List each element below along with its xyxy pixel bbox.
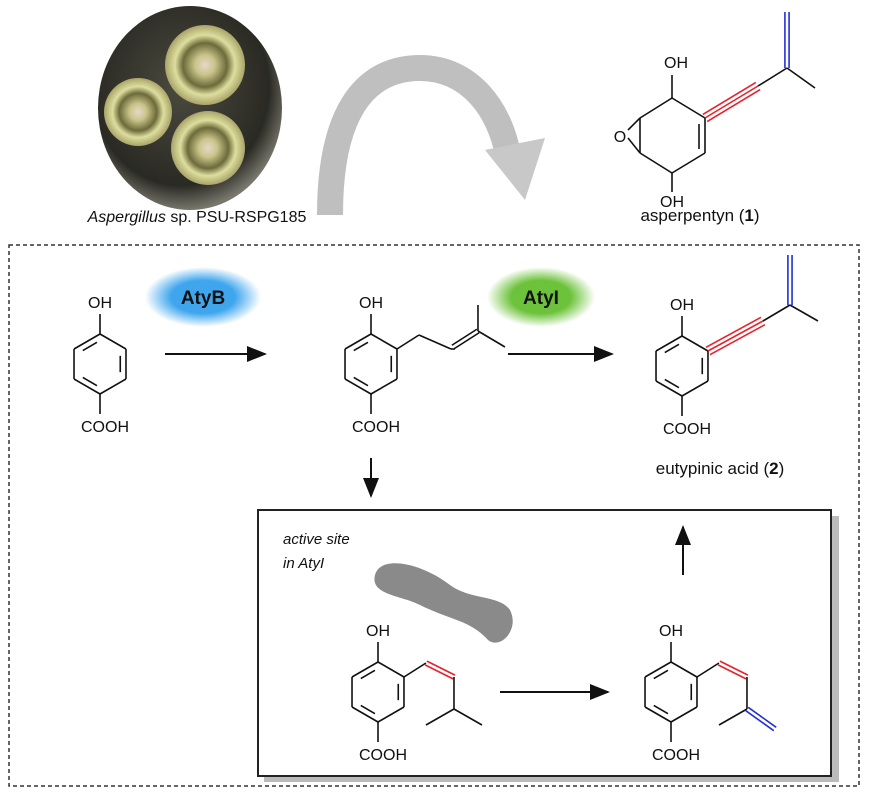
alkene-bond (719, 660, 749, 676)
hydroxyl-label: OH (88, 295, 112, 312)
ring-bond (82, 341, 98, 352)
ring-bond (655, 335, 683, 352)
carboxyl-label: COOH (359, 747, 407, 764)
ring-bond (644, 661, 672, 678)
active-site-label: active site (283, 531, 350, 548)
hydroxyl-label: OH (664, 55, 688, 72)
ring-bond (351, 706, 379, 723)
svg-text:AtyI: AtyI (523, 288, 559, 309)
ring-bond (370, 333, 398, 350)
colony (104, 78, 172, 146)
ring-bond (344, 333, 372, 350)
alkyne-bond (709, 323, 766, 356)
bond (627, 117, 641, 131)
ring-bond (344, 378, 372, 395)
bond (718, 708, 748, 726)
ring-bond (681, 335, 709, 352)
alkyne-bond (706, 88, 761, 123)
ring-bond (377, 661, 405, 678)
bond (418, 334, 452, 350)
carboxyl-label: COOH (352, 419, 400, 436)
active-site-pocket (374, 563, 513, 643)
alkene-bond (424, 664, 454, 680)
hydroxyl-label: OH (366, 623, 390, 640)
ring-bond (639, 97, 673, 119)
bond (762, 304, 791, 322)
ring-bond (99, 333, 127, 350)
carboxyl-label: COOH (663, 421, 711, 438)
conversion-arrow (317, 54, 545, 216)
ring-bond (73, 378, 101, 395)
petri-dish-photo (98, 6, 282, 210)
active-site-box (257, 509, 832, 777)
ring-bond (644, 706, 672, 723)
bond (453, 332, 480, 350)
ring-bond (353, 376, 369, 387)
bond (696, 662, 720, 678)
colony (165, 25, 245, 105)
ring-bond (671, 97, 706, 119)
bond (425, 708, 455, 726)
atyb-enzyme: AtyB (145, 267, 261, 327)
ring-bond (655, 380, 683, 397)
eutypinic-acid-label: eutypinic acid (2) (656, 459, 785, 478)
bond (786, 67, 816, 89)
epoxide-oxygen-label: O (614, 129, 626, 146)
alkene-bond (426, 660, 456, 676)
ring-bond (671, 152, 706, 174)
ring-bond (360, 669, 376, 680)
organism-caption: Aspergillus sp. PSU-RSPG185 (87, 209, 307, 226)
atyi-enzyme: AtyI (487, 267, 595, 327)
svg-text:AtyB: AtyB (181, 288, 225, 309)
ring-bond (653, 704, 669, 715)
bond (789, 304, 819, 322)
ring-bond (353, 341, 369, 352)
bond (396, 334, 420, 350)
hydroxyl-label: OH (359, 295, 383, 312)
carboxyl-label: COOH (81, 419, 129, 436)
bond (477, 330, 506, 348)
methylene-bond (747, 706, 777, 728)
alkyne-bond (704, 85, 759, 119)
colony (171, 111, 245, 185)
pathway-frame (8, 244, 860, 787)
ring-bond (377, 706, 405, 723)
ring-bond (639, 152, 673, 174)
bond (757, 67, 788, 87)
ring-bond (99, 378, 127, 395)
hydroxyl-label: OH (670, 297, 694, 314)
alkyne-bond (705, 316, 762, 349)
hydroxyl-label: OH (660, 194, 684, 211)
ring-bond (653, 669, 669, 680)
carboxyl-label: COOH (652, 747, 700, 764)
bond (451, 328, 478, 346)
active-site-label: in AtyI (283, 555, 324, 572)
ring-bond (82, 376, 98, 387)
asperpentyn-label: asperpentyn (1) (640, 206, 759, 225)
ring-bond (664, 343, 680, 354)
ring-bond (73, 333, 101, 350)
molecules: OH COOH OH COOH OH COOH OH OH O OH COOH OH COOH (73, 12, 819, 764)
hydroxyl-label: OH (659, 623, 683, 640)
methylene-bond (745, 710, 775, 732)
alkene-bond (717, 664, 747, 680)
ring-bond (681, 380, 709, 397)
bond (403, 662, 427, 678)
ring-bond (351, 661, 379, 678)
alkyne-bond (707, 320, 764, 352)
ring-bond (360, 704, 376, 715)
bond (453, 708, 483, 726)
ring-bond (670, 706, 698, 723)
ring-bond (670, 661, 698, 678)
ring-bond (370, 378, 398, 395)
ring-bond (664, 378, 680, 389)
bond (627, 137, 641, 154)
alkyne-bond (702, 81, 757, 116)
